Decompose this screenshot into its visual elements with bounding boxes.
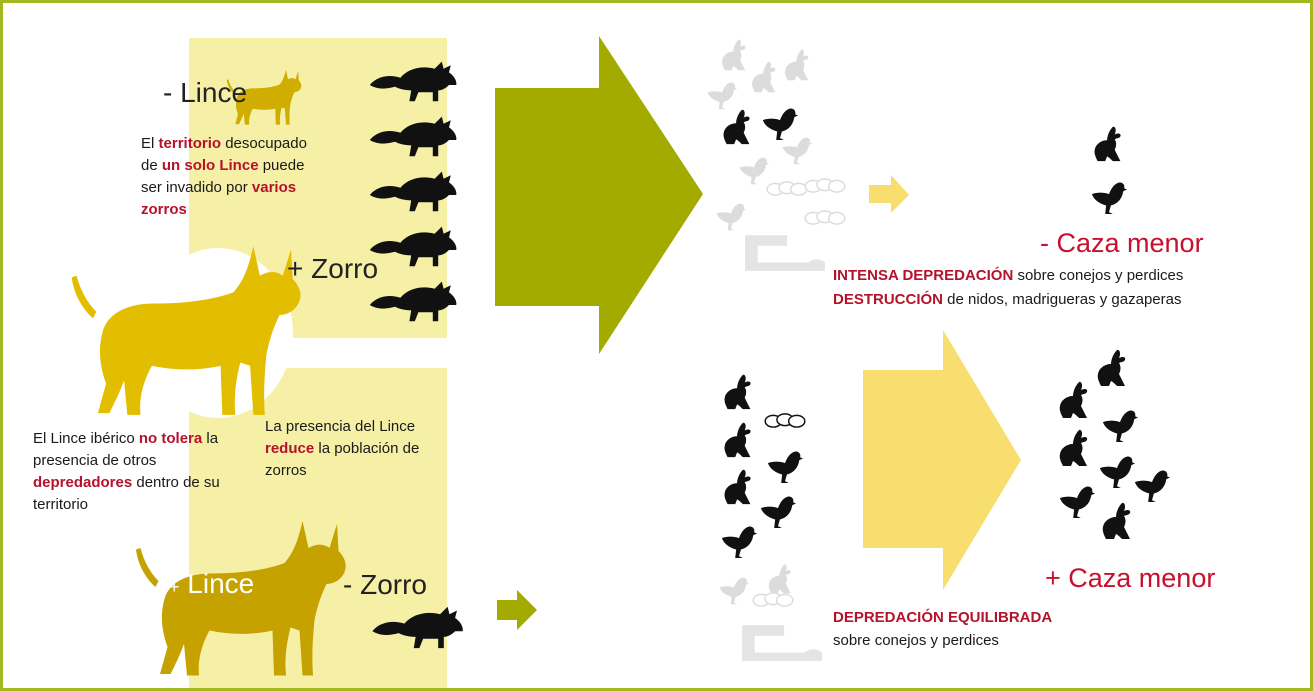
rabbit-icon (1090, 125, 1128, 163)
partridge-icon (1101, 405, 1139, 443)
plus-fox-label: + Zorro (287, 253, 379, 284)
rabbit-icon (720, 468, 758, 506)
small-yellow-arrow (869, 175, 909, 213)
bottom-result-line1: DEPREDACIÓN EQUILIBRADA (833, 609, 1053, 626)
tolerance-text: El Lince ibérico no tolera la presencia … (33, 430, 220, 513)
fox-icon (363, 278, 463, 323)
fox-icon (363, 168, 463, 213)
eggs-faded-icon (803, 173, 847, 195)
bottom-lynx-icon (123, 518, 353, 683)
partridge-icon (766, 446, 804, 484)
burrow-faded-icon (743, 231, 827, 273)
rabbit-icon (1093, 348, 1133, 388)
top-result-line2: DESTRUCCIÓN de nidos, madrigueras y gaza… (833, 291, 1182, 308)
big-yellow-arrow (863, 330, 1021, 590)
fox-icon (363, 113, 463, 158)
rabbit-icon (720, 373, 758, 411)
territory-text: El territorio desocupado de un solo Linc… (141, 135, 307, 218)
minus-fox-label: - Zorro (343, 569, 428, 600)
rabbit-icon (719, 108, 757, 146)
partridge-faded-icon (715, 199, 747, 231)
rabbit-faded-icon (748, 60, 782, 94)
fox-icon (363, 58, 463, 103)
fox-icon (363, 223, 463, 268)
top-result-heading: - Caza menor (1040, 228, 1204, 258)
big-olive-arrow (495, 36, 703, 354)
plus-lynx-label: + Lince (169, 568, 255, 599)
eggs-faded-icon (803, 205, 847, 227)
top-result-line1: INTENSA DEPREDACIÓN sobre conejos y perd… (833, 267, 1184, 284)
eggs-faded-icon (751, 587, 795, 609)
partridge-icon (1098, 451, 1136, 489)
rabbit-icon (720, 421, 758, 459)
partridge-icon (1133, 465, 1171, 503)
eggs-icon (763, 408, 807, 430)
rabbit-icon (1055, 380, 1095, 420)
rabbit-faded-icon (718, 38, 752, 72)
rabbit-icon (1098, 501, 1138, 541)
fox-icon (365, 603, 470, 650)
small-olive-arrow (497, 590, 537, 630)
partridge-faded-icon (706, 78, 738, 110)
rabbit-faded-icon (781, 48, 815, 82)
rabbit-icon (1055, 428, 1095, 468)
minus-lynx-label: - Lince (163, 77, 248, 108)
partridge-icon (1090, 177, 1128, 215)
burrow-faded-icon (740, 621, 824, 663)
bottom-result-line2: sobre conejos y perdices (833, 632, 999, 649)
partridge-icon (1058, 481, 1096, 519)
partridge-faded-icon (718, 573, 750, 605)
partridge-faded-icon (781, 133, 813, 165)
bottom-result-heading: + Caza menor (1045, 563, 1216, 593)
reduce-text: La presencia del Lince reduce la poblaci… (265, 418, 420, 479)
partridge-icon (759, 491, 797, 529)
partridge-icon (720, 521, 758, 559)
